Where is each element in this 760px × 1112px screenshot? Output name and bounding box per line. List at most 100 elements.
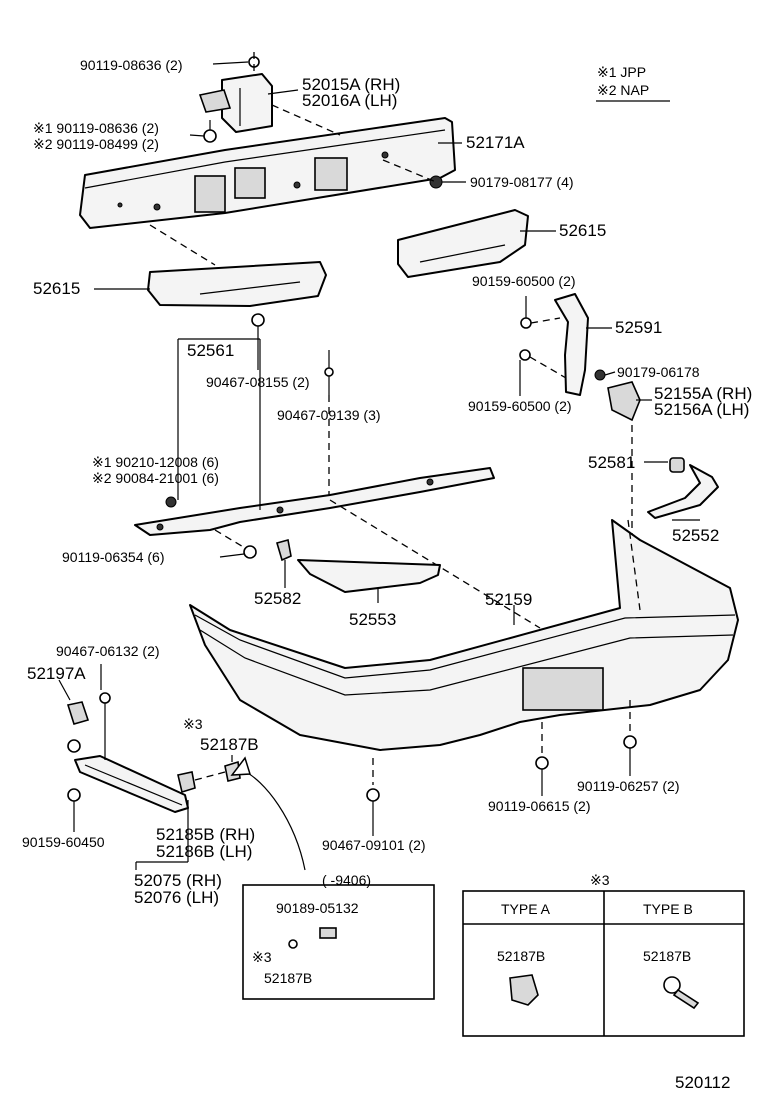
reinforcement-ridge — [84, 129, 446, 189]
stay-52185b — [177, 771, 196, 794]
label-bolt-absorber: 90467-08155 (2) — [206, 374, 310, 390]
cushion-left — [276, 538, 292, 562]
label-cushion-left: 52582 — [254, 589, 301, 608]
bolt-lower-left — [243, 545, 257, 559]
assembly-line — [530, 317, 561, 324]
label-step-lh: 52076 (LH) — [134, 888, 219, 907]
label-bolt-jpp: ※1 90119-08636 (2) — [33, 120, 159, 136]
legend-jpp: ※1 JPP — [597, 64, 646, 80]
retainer-hole — [276, 506, 284, 514]
label-moulding-right: 52552 — [672, 526, 719, 545]
leader-line — [212, 61, 249, 65]
label-clip-bottom: 90467-09101 (2) — [322, 837, 426, 853]
retainer-hole — [426, 478, 434, 486]
cover-top-edge — [611, 519, 731, 589]
label-bracket-lh: 52016A (LH) — [302, 91, 397, 110]
label-bolt-side-bottom: 90159-60500 (2) — [468, 398, 572, 414]
inset-arrow-head — [230, 756, 252, 776]
type-a-clip-icon — [509, 974, 539, 1006]
reinforcement-hole — [117, 202, 123, 208]
label-clip-side: 90467-06132 (2) — [56, 643, 160, 659]
screw — [165, 496, 177, 508]
reinforcement-hole — [293, 181, 301, 189]
label-nut-side: 90179-06178 — [617, 364, 700, 380]
step-ring — [67, 739, 81, 753]
assembly-line — [529, 356, 567, 379]
bolt-top — [248, 52, 260, 76]
inset-range: ( -9406) — [322, 872, 371, 888]
cushion-right — [669, 457, 685, 473]
bracket-52015a — [198, 73, 273, 133]
label-reinforcement: 52171A — [466, 133, 525, 152]
bumper-reinforcement — [79, 117, 456, 229]
bolt-lower-bracket — [203, 120, 217, 143]
label-retainer-rh: 52155A (RH) — [654, 384, 752, 403]
absorber-right-body — [397, 209, 529, 278]
label-bolt-bottom-center: 90119-06615 (2) — [488, 798, 590, 814]
assembly-line — [214, 529, 246, 549]
leader-line — [58, 679, 71, 701]
license-plate-recess — [522, 667, 604, 711]
labels: 90119-08636 (2) 52015A (RH) 52016A (LH) … — [22, 57, 752, 1092]
inset-box: ( -9406) 90189-05132 ※3 52187B — [242, 872, 435, 1000]
absorber-bolt — [251, 313, 265, 327]
clip-side — [99, 692, 111, 704]
cover-crease — [199, 629, 734, 696]
type-table: ※3 TYPE A TYPE B 52187B 52187B — [462, 872, 745, 1037]
clip-main — [324, 367, 334, 377]
side-bolt — [520, 317, 532, 329]
retainer-52155a — [607, 381, 641, 422]
retainer-body — [134, 467, 495, 536]
label-retainer-lh: 52156A (LH) — [654, 400, 749, 419]
label-bracket-rh: 52015A (RH) — [302, 75, 400, 94]
label-bolt-bottom-right: 90119-06257 (2) — [577, 778, 679, 794]
reinforcement-hole — [381, 151, 389, 159]
label-bolt-top: 90119-08636 (2) — [80, 57, 182, 73]
bolt-bottom-right — [623, 735, 637, 749]
leader-lines — [58, 61, 700, 870]
inset-frame — [242, 884, 435, 1000]
label-stay-lh: 52186B (LH) — [156, 842, 252, 861]
label-cover: 52159 — [485, 590, 532, 609]
reinforcement-pocket-3 — [234, 167, 266, 199]
label-screw-jpp: ※1 90210-12008 (6) — [92, 454, 219, 470]
assembly-line — [627, 519, 641, 611]
inset-part-icon — [319, 927, 337, 939]
assembly-line — [149, 224, 216, 266]
reinforcement-body — [79, 117, 456, 229]
reinforcement-pocket-1 — [194, 175, 226, 213]
label-note3-a: ※3 — [183, 716, 203, 732]
label-moulding-left: 52553 — [349, 610, 396, 629]
type-b-part: 52187B — [643, 948, 691, 964]
side-support — [519, 293, 641, 610]
side-support-body — [554, 293, 589, 396]
label-retainer-clip: 52187B — [200, 735, 259, 754]
bolt-step — [67, 788, 81, 802]
step-groove — [84, 764, 183, 806]
side-nut — [594, 369, 606, 381]
assembly-line — [382, 159, 437, 183]
inset-clip-icon — [288, 939, 298, 949]
label-retainer-main: 52561 — [187, 341, 234, 360]
assembly-line — [271, 104, 341, 136]
figure-number: 520112 — [675, 1073, 730, 1092]
bolt-head — [203, 129, 217, 143]
type-b-screw-icon — [672, 988, 700, 1010]
nut — [429, 175, 443, 189]
label-nut-top: 90179-08177 (4) — [470, 174, 574, 190]
absorber-left — [147, 261, 327, 327]
label-absorber-right: 52615 — [559, 221, 606, 240]
label-stay-rh: 52185B (RH) — [156, 825, 255, 844]
label-bolt-lower-left: 90119-06354 (6) — [62, 549, 164, 565]
label-bolt-side-top: 90159-60500 (2) — [472, 273, 576, 289]
type-b-head-icon — [663, 976, 681, 994]
bracket-flange — [198, 89, 232, 113]
side-bolt — [519, 349, 531, 361]
moulding-right-body — [647, 464, 719, 519]
nut-top — [429, 175, 443, 189]
inset-clip: 52187B — [264, 970, 312, 986]
legend: ※1 JPP ※2 NAP — [596, 64, 670, 102]
leader-line — [219, 553, 245, 558]
retainer-main — [134, 367, 541, 629]
